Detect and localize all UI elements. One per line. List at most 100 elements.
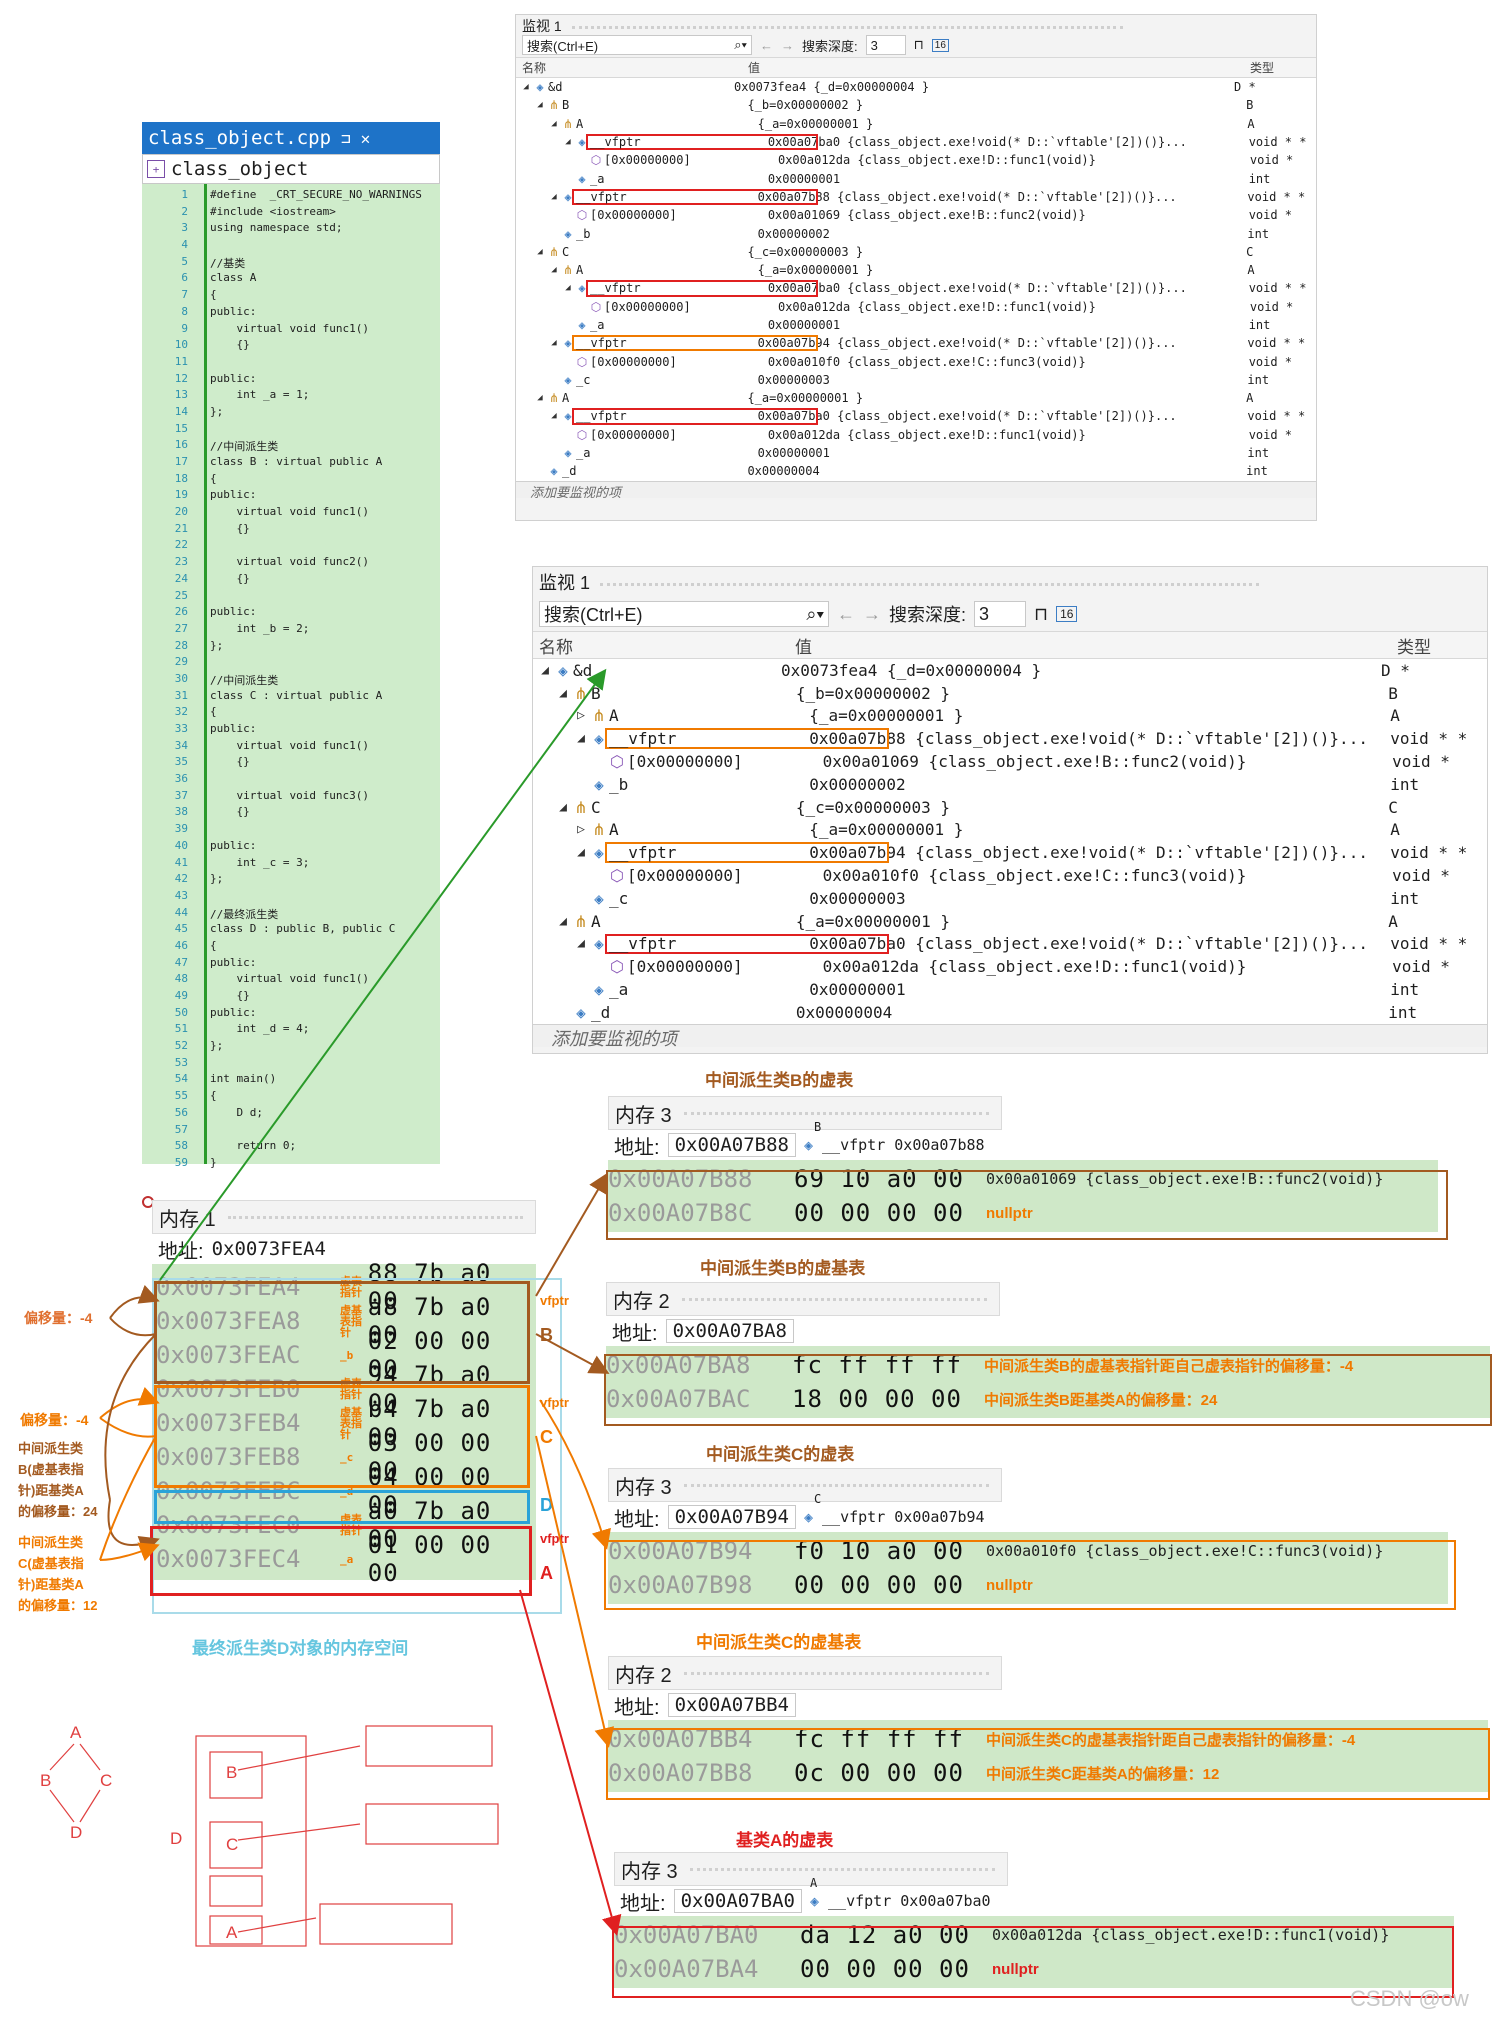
code-line[interactable] [210,538,422,555]
forward-arrow-icon[interactable]: → [863,603,881,624]
expand-toggle-icon[interactable]: ◢ [551,265,557,276]
code-line[interactable] [210,238,422,255]
code-line[interactable]: { [210,471,217,485]
code-line[interactable] [210,1056,422,1073]
watch-row-value[interactable]: {_b=0x00000002 } [795,683,951,703]
code-line[interactable]: public: [210,304,257,318]
watch-row-value[interactable]: 0x00a07ba0 {class_object.exe!void(* D::`… [757,409,1177,424]
code-line[interactable]: { [210,705,217,719]
expand-toggle-icon[interactable]: ◢ [565,283,571,294]
watch-row-value[interactable]: {_c=0x00000003 } [795,797,951,817]
watch-row-value[interactable]: 0x00a012da {class_object.exe!D::func1(vo… [767,427,1086,442]
memory-bytes[interactable]: da 12 a0 00 [800,1921,970,1949]
expand-toggle-icon[interactable]: ◢ [551,118,557,129]
watch-row-value[interactable]: {_a=0x00000001 } [809,820,964,840]
watch-row-value[interactable]: 0x00000001 [767,171,841,186]
watch-row[interactable]: ⬡[0x00000000]0x00a012da {class_object.ex… [516,298,1316,316]
code-line[interactable] [210,589,422,606]
watch-row-value[interactable]: 0x00a010f0 {class_object.exe!C::func3(vo… [822,866,1247,886]
watch-row-value[interactable]: {_c=0x00000003 } [747,244,864,259]
column-name[interactable]: 名称 [522,61,547,75]
watch-row-value[interactable]: {_a=0x00000001 } [757,116,874,131]
expand-toggle-icon[interactable]: ▷ [577,708,585,724]
expand-toggle-icon[interactable]: ◢ [577,845,585,861]
address-input[interactable]: 0x00A07BB4 [667,1693,796,1717]
watch-row-value[interactable]: 0x00a07ba0 {class_object.exe!void(* D::`… [767,281,1187,296]
code-line[interactable]: public: [210,371,257,385]
column-value[interactable]: 值 [748,61,761,75]
code-line[interactable]: {} [210,521,250,535]
editor-tab[interactable]: class_object.cpp ⊐ ✕ [142,122,440,154]
code-line[interactable]: class D : public B, public C [210,922,396,936]
code-line[interactable]: virtual void func1() [210,505,369,519]
watch-row[interactable]: ⬡[0x00000000]0x00a012da {class_object.ex… [533,955,1487,978]
expand-toggle-icon[interactable]: ◢ [551,411,557,422]
code-line[interactable]: //最终派生类 [210,907,279,921]
watch-row-value[interactable]: 0x00a012da {class_object.exe!D::func1(vo… [777,299,1096,314]
memory-bytes[interactable]: 18 00 00 00 [792,1385,962,1413]
code-line[interactable]: class C : virtual public A [210,688,383,702]
code-line[interactable] [210,655,422,672]
watch-row-value[interactable]: 0x00a07b88 {class_object.exe!void(* D::`… [757,189,1177,204]
code-line[interactable]: class A [210,271,257,285]
pin-icon[interactable]: ⊓ [913,37,924,52]
code-line[interactable] [210,355,422,372]
watch-row-value[interactable]: 0x00000004 [795,1002,893,1022]
expand-toggle-icon[interactable]: ◢ [577,936,585,952]
code-line[interactable]: }; [210,872,224,886]
watch-row-value[interactable]: 0x00000003 [809,888,906,908]
code-line[interactable]: }; [210,1039,224,1053]
watch-row[interactable]: ◢⋔A{_a=0x00000001 }A [516,115,1316,133]
watch-row-value[interactable]: 0x00a01069 {class_object.exe!B::func2(vo… [822,752,1247,772]
code-line[interactable]: public: [210,838,257,852]
watch-row-value[interactable]: 0x00a07b88 {class_object.exe!void(* D::`… [809,729,1368,749]
code-line[interactable]: virtual void func1() [210,972,369,986]
pin-icon[interactable]: ⊐ [341,128,351,148]
hex-display-icon[interactable]: 16 [931,38,949,52]
watch-row-value[interactable]: 0x0073fea4 {_d=0x00000004 } [734,80,930,95]
code-line[interactable]: int _a = 1; [210,388,310,402]
close-icon[interactable]: ✕ [360,128,371,148]
watch-row-value[interactable]: 0x00000004 [747,464,820,479]
watch-row[interactable]: ▷⋔A{_a=0x00000001 }A [533,705,1487,728]
watch-row[interactable]: ◢⋔B{_b=0x00000002 }B [516,96,1316,114]
pin-icon[interactable]: ⊓ [1034,603,1049,624]
code-line[interactable]: public: [210,722,257,735]
watch-add-item[interactable]: 添加要监视的项 [516,480,1316,501]
hex-display-icon[interactable]: 16 [1056,606,1078,622]
watch-search-input[interactable]: 搜索(Ctrl+E) ⌕▾ [539,601,829,627]
watch-row[interactable]: ⬡[0x00000000]0x00a01069 {class_object.ex… [533,750,1487,773]
memory-bytes[interactable]: 00 00 00 00 [794,1571,964,1599]
watch-row[interactable]: ⬡[0x00000000]0x00a01069 {class_object.ex… [516,206,1316,224]
watch-row-value[interactable]: 0x00a012da {class_object.exe!D::func1(vo… [822,957,1247,977]
memory-bytes[interactable]: 00 00 00 00 [794,1199,964,1227]
memory-bytes[interactable]: 01 00 00 00 [367,1531,492,1587]
column-type[interactable]: 类型 [1250,61,1275,75]
watch-row-value[interactable]: 0x00000002 [809,774,906,794]
watch-row-value[interactable]: 0x00a010f0 {class_object.exe!C::func3(vo… [767,354,1086,369]
watch-row-value[interactable]: 0x00000001 [767,318,841,332]
watch-row-value[interactable]: 0x00a01069 {class_object.exe!B::func2(vo… [767,208,1086,223]
address-input[interactable]: 0x00A07BA8 [665,1319,794,1343]
code-line[interactable]: //基类 [210,256,246,270]
watch-row[interactable]: ⬡[0x00000000]0x00a010f0 {class_object.ex… [516,352,1316,370]
watch-add-item[interactable]: 添加要监视的项 [533,1023,1487,1050]
code-line[interactable]: public: [210,488,257,502]
memory-bytes[interactable]: a8 7b a0 00 [367,1293,492,1349]
